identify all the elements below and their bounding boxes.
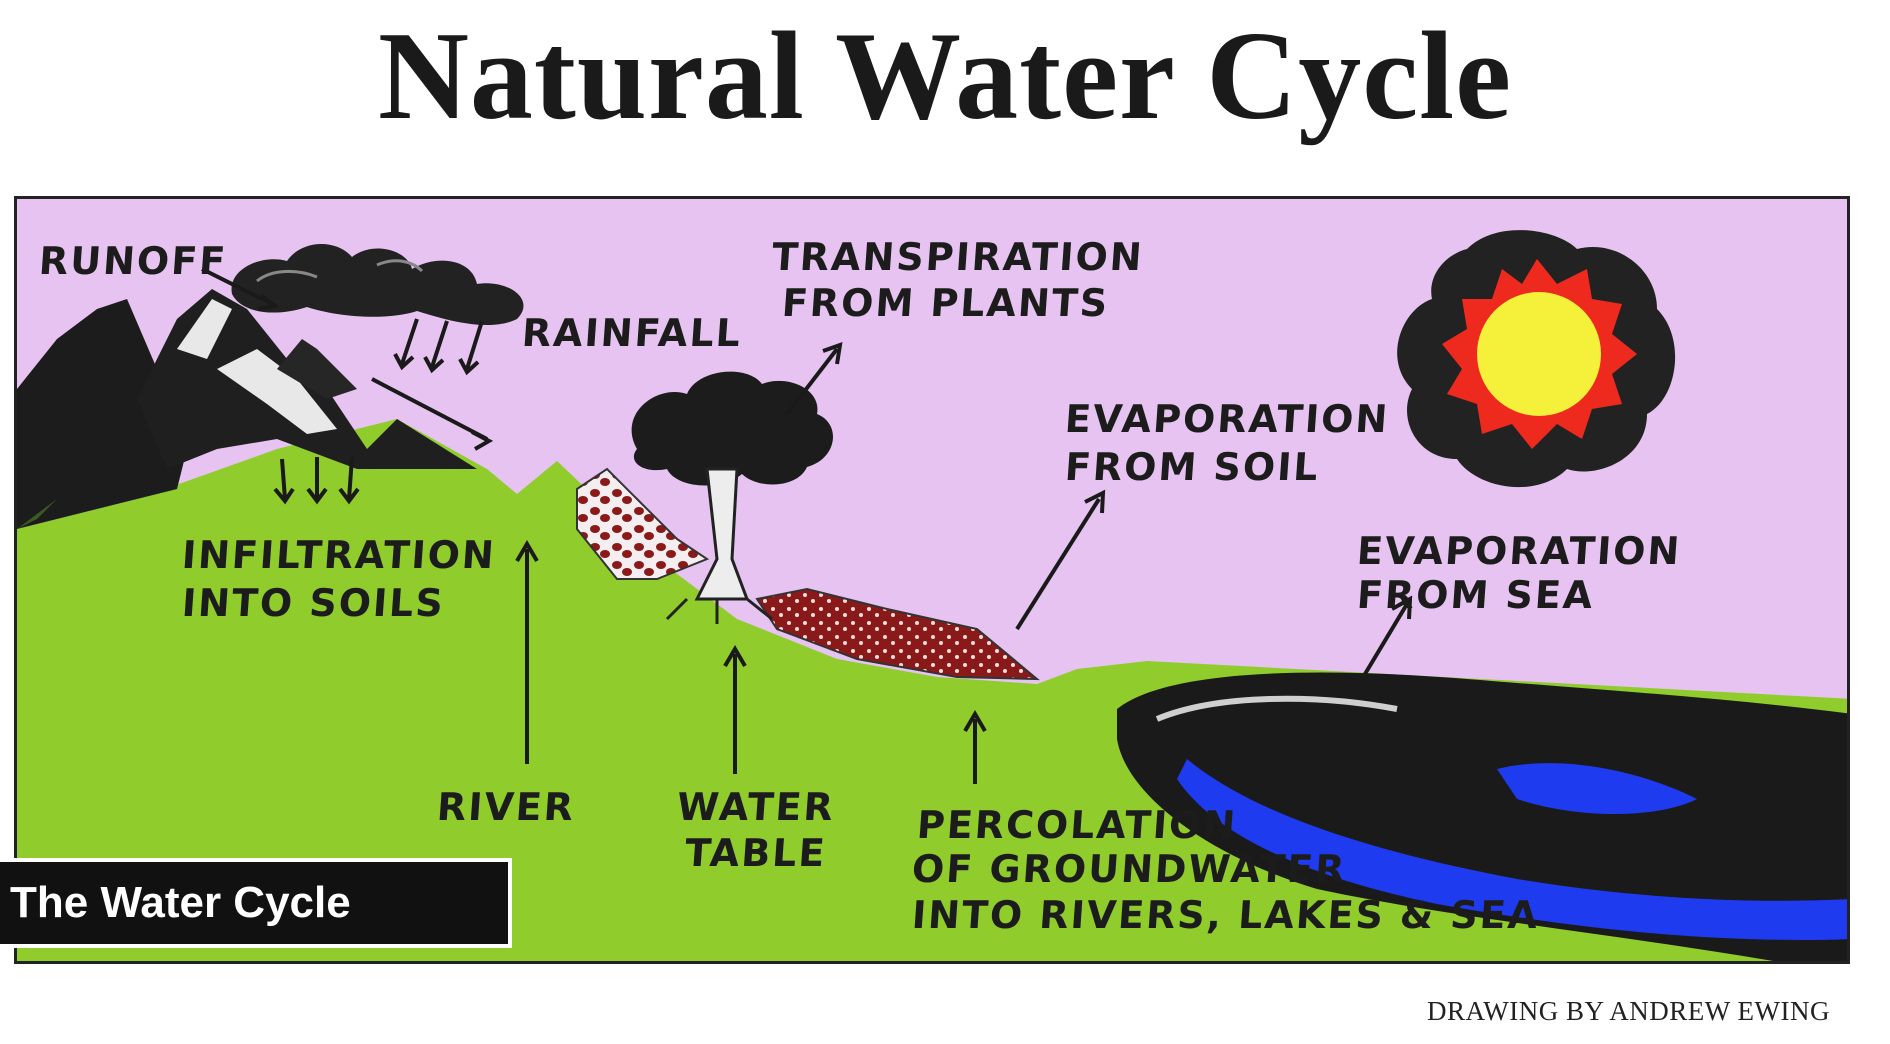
label-evaporation-sea-line2: FROM SEA bbox=[1355, 573, 1596, 617]
caption-tag: The Water Cycle bbox=[0, 862, 508, 944]
sun-icon bbox=[1397, 230, 1676, 488]
rainfall-arrows bbox=[201, 267, 494, 451]
sea bbox=[1117, 672, 1847, 961]
label-river: RIVER bbox=[435, 785, 577, 829]
tree-icon bbox=[631, 371, 834, 624]
label-evaporation-sea-line1: EVAPORATION bbox=[1355, 529, 1683, 573]
label-rainfall: RAINFALL bbox=[520, 311, 744, 355]
label-water-table-line2: TABLE bbox=[683, 831, 829, 875]
rock-pile-lower bbox=[755, 587, 1040, 681]
label-percolation-line1: PERCOLATION bbox=[915, 803, 1239, 847]
label-evaporation-soil-line2: FROM SOIL bbox=[1063, 445, 1322, 489]
process-arrows bbox=[515, 341, 1413, 784]
label-infiltration-line1: INFILTRATION bbox=[180, 533, 498, 577]
drawing-credit: DRAWING BY ANDREW EWING bbox=[1426, 996, 1830, 1026]
infiltration-arrows bbox=[273, 456, 360, 505]
diagram-artwork bbox=[17, 199, 1847, 961]
label-evaporation-soil-line1: EVAPORATION bbox=[1063, 397, 1391, 441]
label-water-table-line1: WATER bbox=[675, 785, 837, 829]
label-infiltration-line2: INTO SOILS bbox=[180, 581, 447, 625]
water-cycle-diagram: RUNOFF RAINFALL TRANSPIRATION FROM PLANT… bbox=[14, 196, 1850, 964]
label-transpiration-line1: TRANSPIRATION bbox=[770, 235, 1146, 279]
diagram-title: Natural Water Cycle bbox=[377, 7, 1513, 146]
label-percolation-line2: OF GROUNDWATER bbox=[910, 847, 1348, 891]
rock-pile-upper bbox=[576, 467, 710, 580]
cloud-icon bbox=[231, 243, 524, 326]
mountain-icon bbox=[17, 289, 477, 529]
label-percolation-line3: INTO RIVERS, LAKES & SEA bbox=[910, 893, 1541, 937]
label-runoff: RUNOFF bbox=[37, 239, 229, 283]
label-transpiration-line2: FROM PLANTS bbox=[780, 281, 1111, 325]
